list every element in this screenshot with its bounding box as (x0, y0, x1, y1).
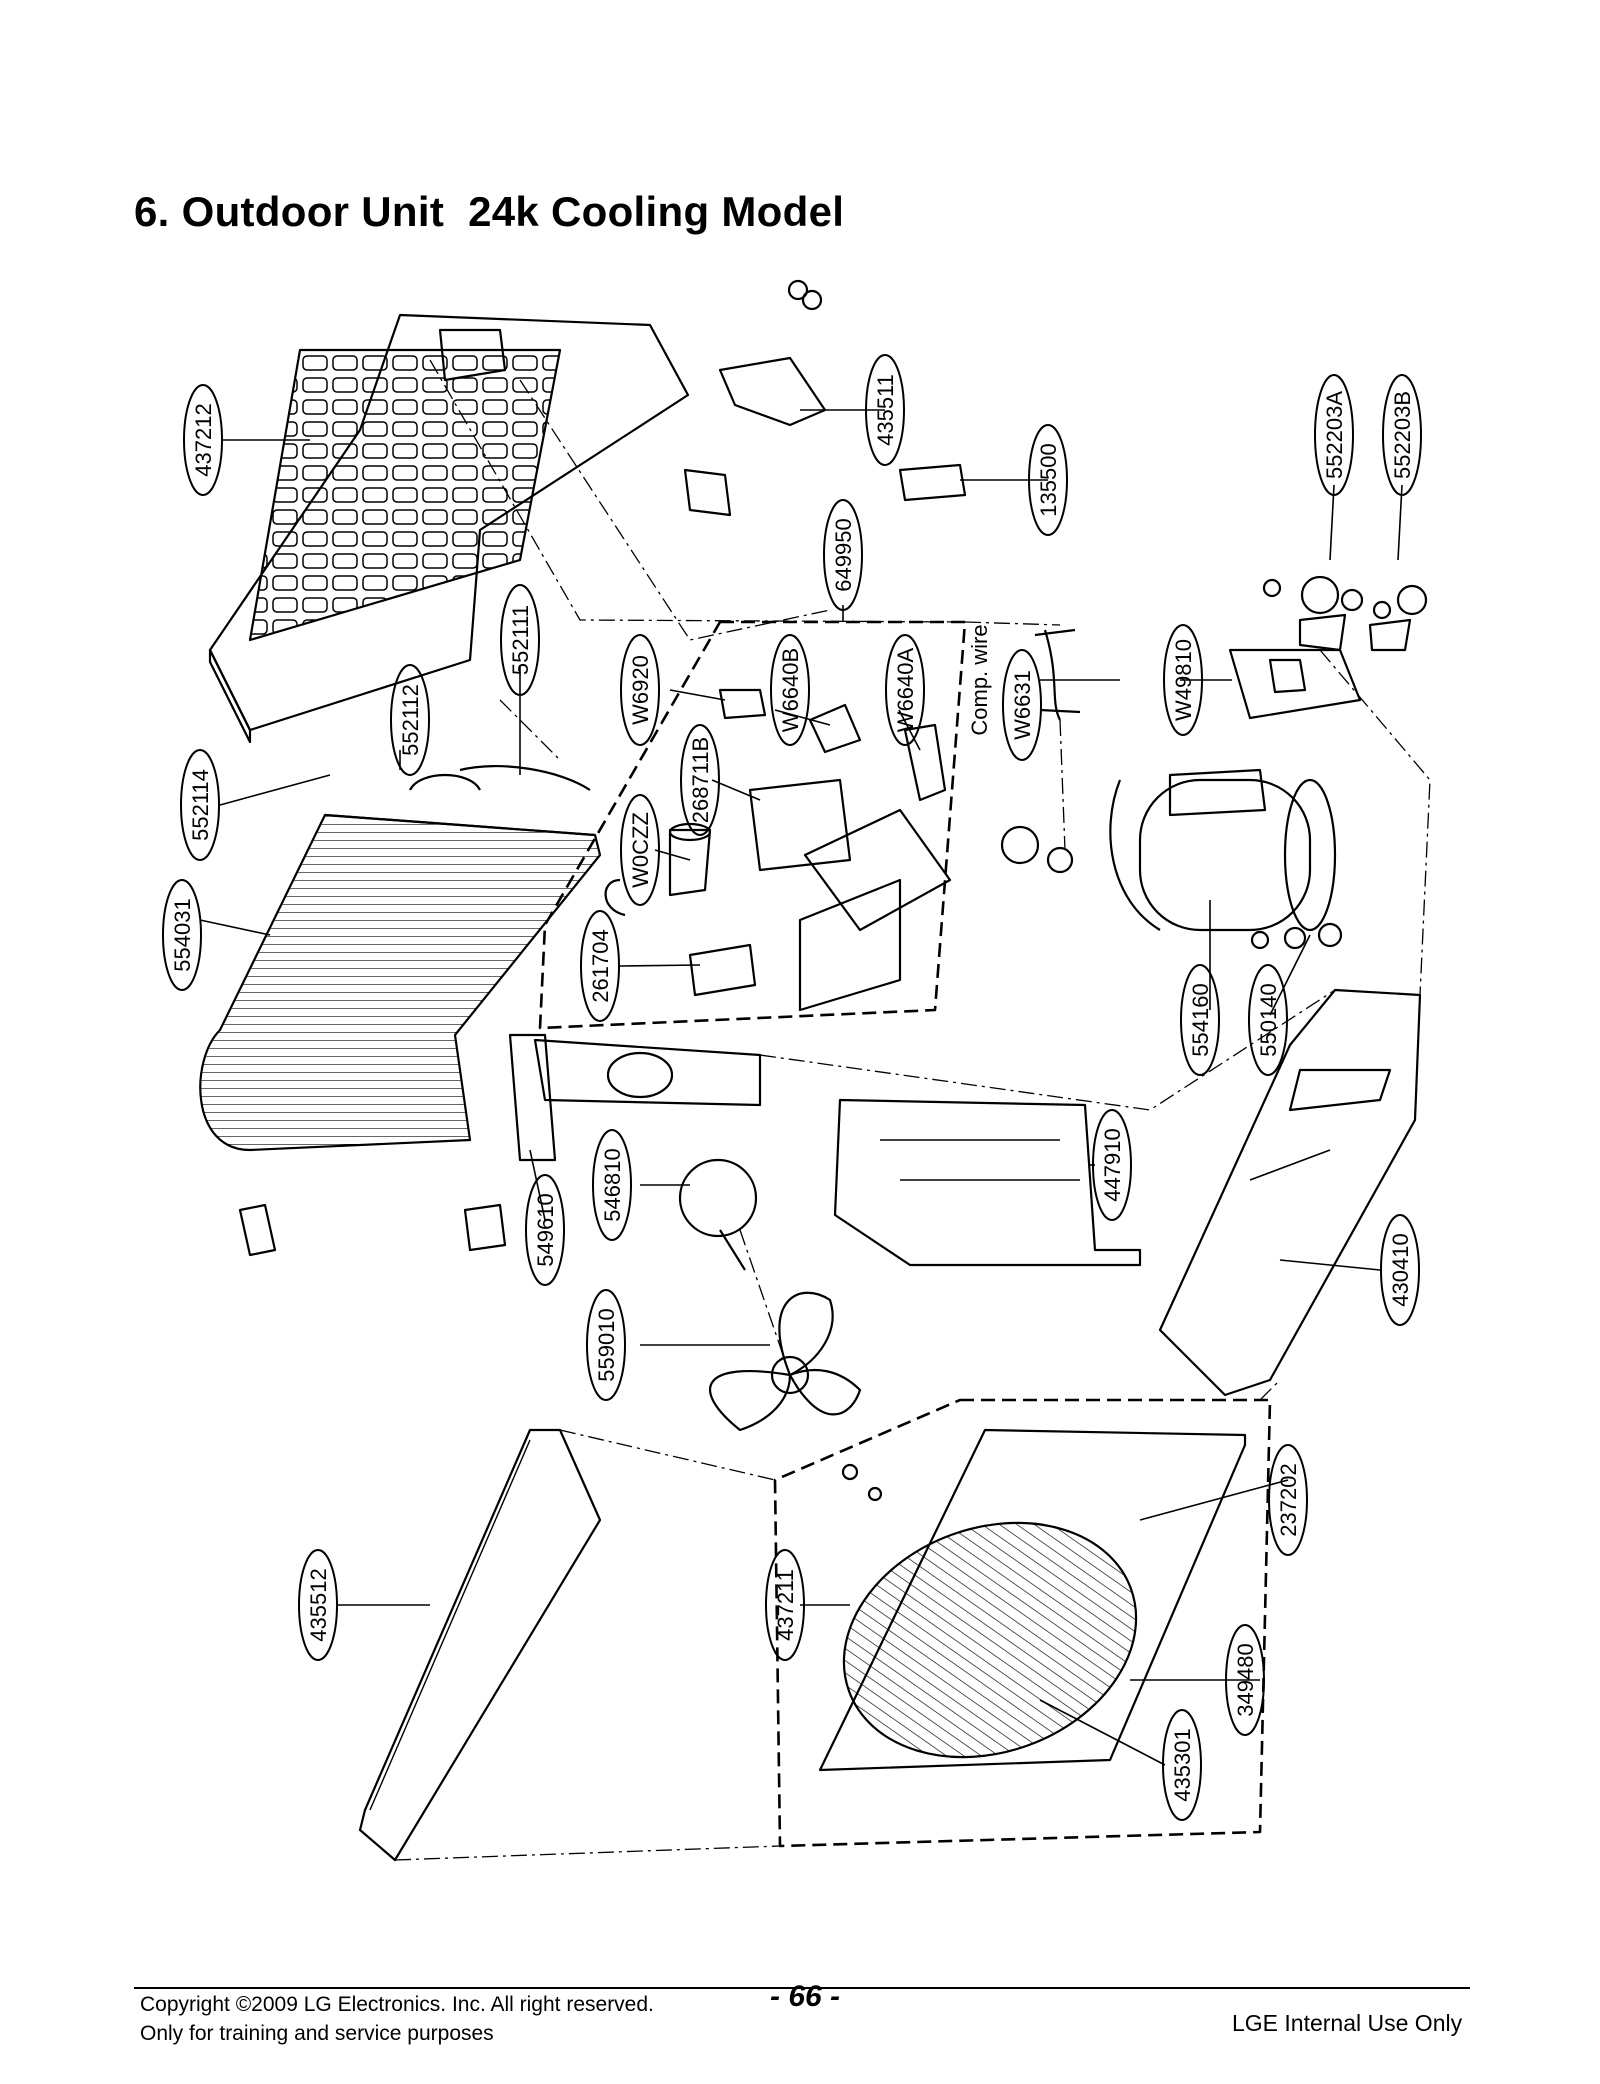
part-label: 552111 (508, 605, 533, 675)
part-label: 135500 (1036, 443, 1061, 516)
part-label: 550140 (1256, 983, 1281, 1056)
internal-use-label: LGE Internal Use Only (1232, 2010, 1463, 2036)
part-label: 552203B (1390, 391, 1415, 479)
part-label: 552112 (398, 684, 423, 756)
part-label: 261704 (588, 929, 613, 1002)
page-number: - 66 - (770, 1980, 841, 2013)
part-label: 552203A (1322, 391, 1347, 479)
part-label: 435301 (1170, 1728, 1195, 1801)
top-bracket-part (683, 279, 967, 517)
control-box-outline (538, 620, 967, 1030)
part-label: 649950 (831, 518, 856, 591)
leader-lines (199, 409, 1403, 1766)
copyright-line-2: Only for training and service purposes (140, 2022, 494, 2045)
part-label: 349480 (1233, 1643, 1258, 1716)
part-label: 554031 (170, 898, 195, 971)
copyright-line-1: Copyright ©2009 LG Electronics. Inc. All… (140, 1993, 654, 2016)
footer-divider (134, 1987, 1470, 1989)
part-label: 447910 (1100, 1128, 1125, 1201)
label-ellipses (162, 354, 1422, 1821)
compressor-part (1000, 768, 1343, 950)
clip-part (238, 1203, 277, 1257)
part-label: 554160 (1188, 983, 1213, 1056)
comp-wire-part (1034, 628, 1081, 721)
service-valves-part (1262, 575, 1428, 652)
copyright-notice: Copyright ©2009 LG Electronics. Inc. All… (140, 1990, 654, 2048)
assembly-guide-lines (394, 359, 1431, 1861)
front-panel-part (773, 1398, 1272, 1848)
part-label: Comp. wire (967, 624, 992, 735)
fan-blade-part (709, 1291, 883, 1502)
part-label: 237202 (1276, 1463, 1301, 1536)
page-title: 6. Outdoor Unit 24k Cooling Model (134, 188, 845, 235)
part-label: 549610 (533, 1193, 558, 1266)
base-pan-part (1158, 988, 1422, 1397)
part-label: W6640A (893, 647, 918, 732)
part-label: 559010 (594, 1308, 619, 1381)
part-label: W6920 (628, 655, 653, 725)
part-label: 435512 (306, 1568, 331, 1641)
part-label: 430410 (1388, 1233, 1413, 1306)
control-box-components (604, 688, 952, 1012)
condenser-coil-part (199, 764, 602, 1152)
top-cover-part (208, 313, 690, 744)
part-label: 546810 (600, 1148, 625, 1221)
fan-motor-part (678, 1158, 758, 1271)
valve-bracket-part (1228, 648, 1362, 720)
part-label: W49810 (1171, 639, 1196, 721)
part-label: 552114 (188, 769, 213, 841)
part-label: 268711B (688, 737, 713, 823)
part-label: W6631 (1010, 670, 1035, 740)
barrier-part (833, 1098, 1142, 1267)
part-label: 437211 (773, 1569, 798, 1641)
part-label: 437212 (191, 403, 216, 476)
part-label: 435511 (873, 374, 898, 446)
part-label: W0CZZ (628, 812, 653, 888)
side-panel-part (358, 1428, 602, 1862)
part-label: W6640B (778, 648, 803, 732)
motor-mount-part (508, 1033, 762, 1162)
